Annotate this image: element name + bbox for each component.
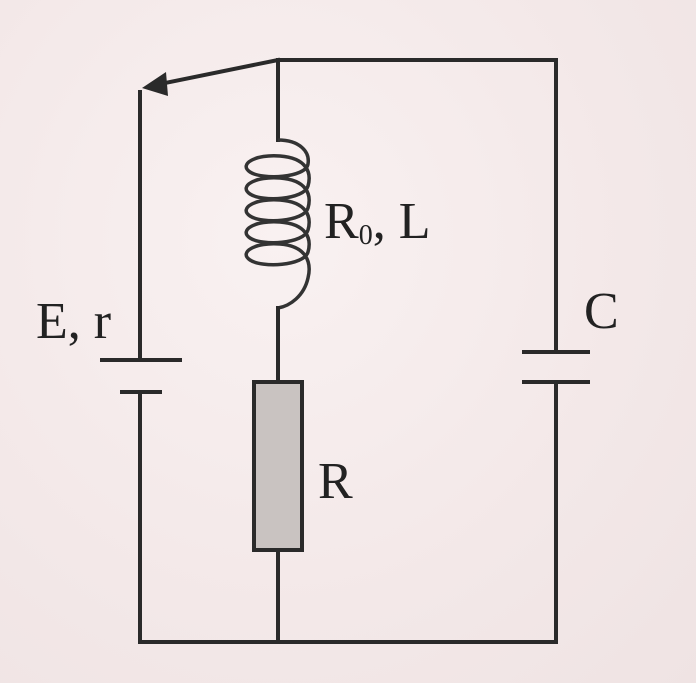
inductor-label-subscript: 0 [358,220,373,251]
resistor-label: R [318,453,353,510]
resistor-body [252,380,304,552]
inductor-label-main: R [324,193,359,250]
capacitor-label: C [584,283,619,340]
switch-arm [157,57,281,87]
inductor-label: R0, L [324,196,430,250]
inductor-label-rest: , L [372,193,431,250]
switch-arrow-head [142,72,168,96]
source-label: E, r [36,293,112,350]
inductor-coil [244,138,311,310]
